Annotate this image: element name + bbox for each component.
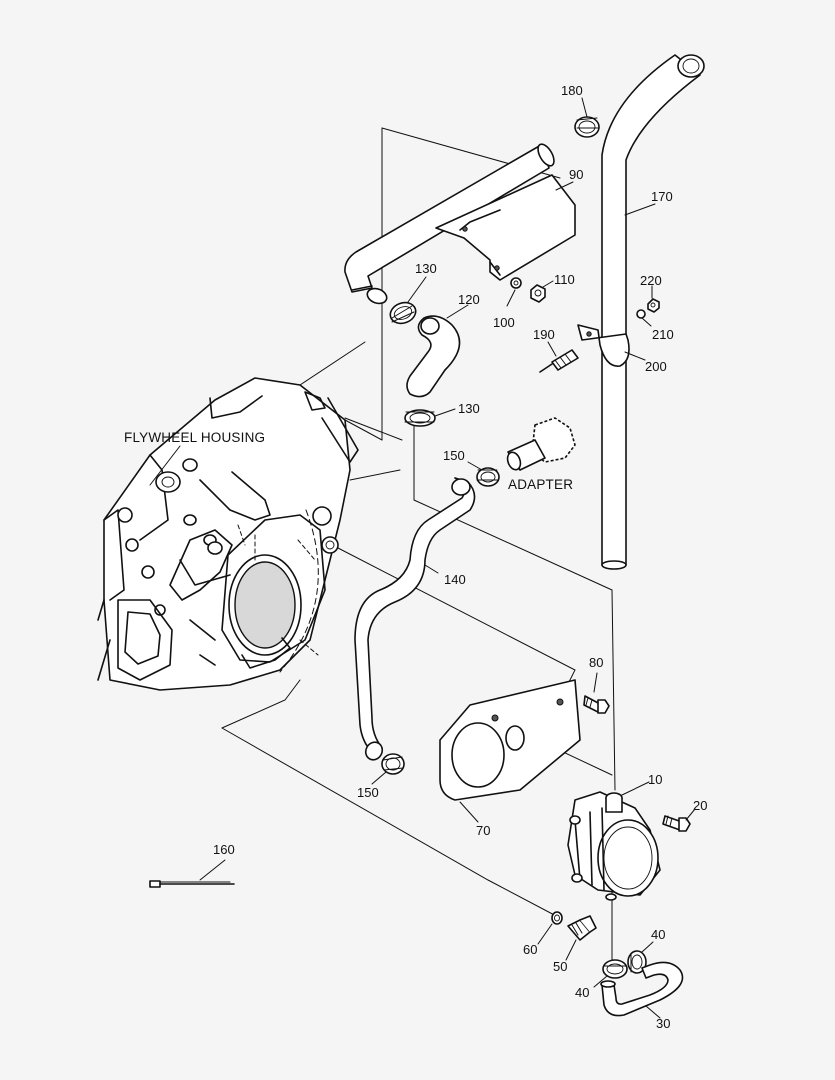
part-80-bolt [583,695,610,714]
part-50-fitting [567,915,597,941]
callout-80: 80 [589,655,604,670]
part-70-gasket [439,679,581,801]
callout-40-right: 40 [651,927,666,942]
part-100-washer [510,277,522,289]
part-20-bolt [662,815,691,832]
callout-70: 70 [476,823,491,838]
part-220-nut [647,298,660,313]
adapter-label: ADAPTER [508,477,574,492]
adapter-fitting [506,417,576,471]
callout-leaders [149,97,696,1019]
callout-210: 210 [652,327,674,342]
callout-140: 140 [444,572,466,587]
callout-150-lower: 150 [357,785,379,800]
callout-10: 10 [648,772,663,787]
callout-130-lower: 130 [458,401,480,416]
callout-120: 120 [458,292,480,307]
part-210-washer [636,309,646,319]
callout-200: 200 [645,359,667,374]
part-130-hose-clamp-upper [389,301,417,325]
flywheel-housing-label: FLYWHEEL HOUSING [124,430,266,445]
part-120-elbow-hose [406,315,461,398]
callout-160: 160 [213,842,235,857]
callout-20: 20 [693,798,708,813]
part-40-hose-clamp-a [602,959,628,979]
part-140-hose [354,477,476,761]
part-90-pipe [344,143,576,305]
callout-60: 60 [523,942,538,957]
flywheel-housing [97,377,359,691]
callout-40-left: 40 [575,985,590,1000]
part-190-stud [539,349,579,373]
callout-110: 110 [554,272,575,287]
callout-100: 100 [493,315,515,330]
callout-150-upper: 150 [443,448,465,463]
part-10-water-pump [567,791,661,901]
callout-180: 180 [561,83,583,98]
callout-190: 190 [533,327,555,342]
callout-90: 90 [569,167,584,182]
callout-170: 170 [651,189,673,204]
callout-30: 30 [656,1016,671,1031]
part-200-bracket [577,324,630,367]
part-110-nut [530,284,546,303]
callout-220: 220 [640,273,662,288]
part-160-cable-tie [149,880,235,888]
part-30-hose [600,961,684,1017]
callout-50: 50 [553,959,568,974]
part-180-hose-clamp [574,116,600,138]
part-170-pipe [601,54,705,570]
part-150-hose-clamp-lower [381,753,405,775]
part-130-hose-clamp-lower [404,409,436,427]
part-60-o-ring [551,911,563,925]
callout-130-upper: 130 [415,261,437,276]
part-150-hose-clamp-upper [476,467,500,487]
